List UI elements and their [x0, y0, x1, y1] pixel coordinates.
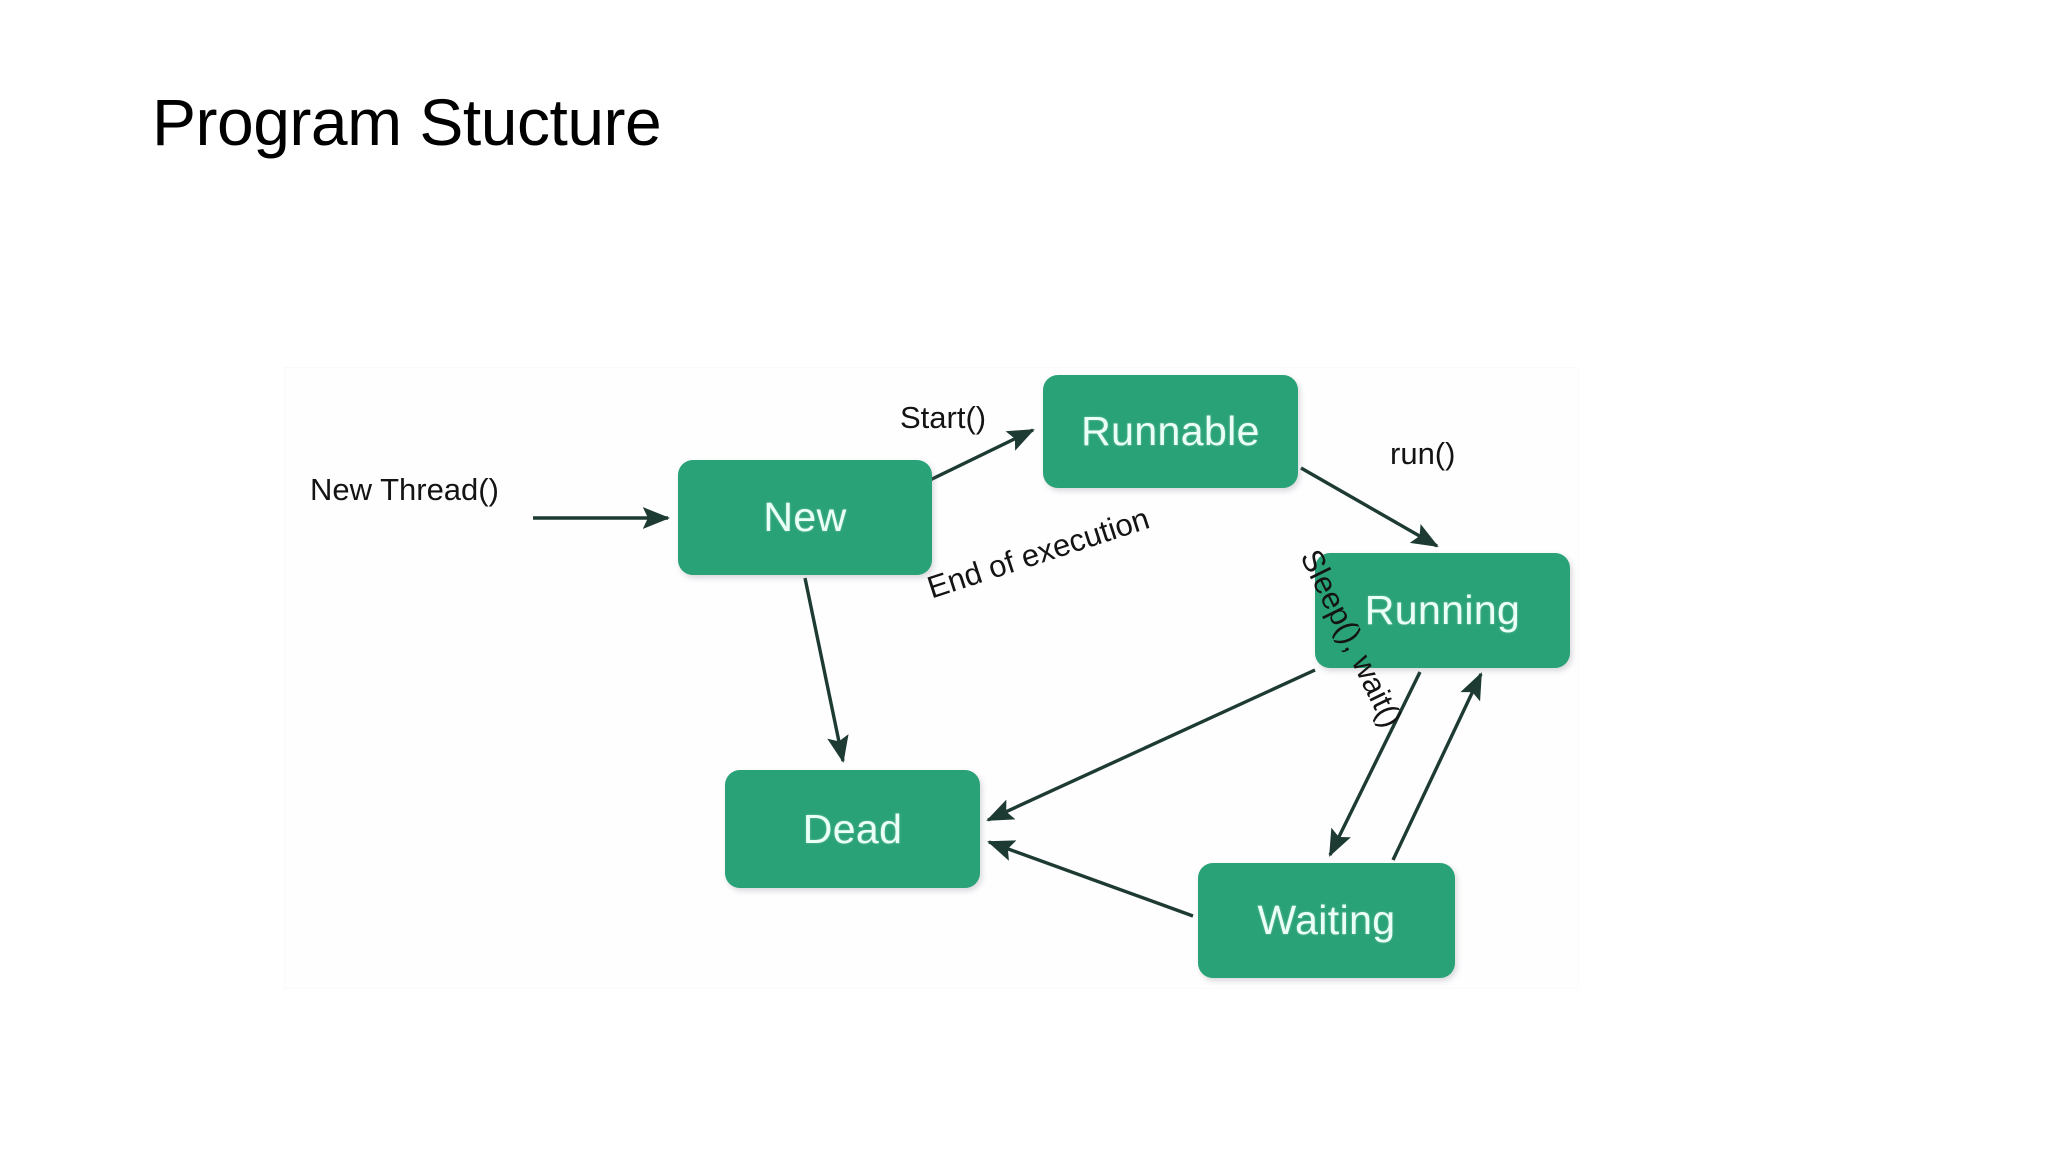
- edge-runnable-to-running: [1300, 466, 1439, 548]
- edge-new-to-runnable: [929, 428, 1035, 482]
- thread-lifecycle-diagram: New Runnable Running Dead Waiting New Th…: [285, 368, 1578, 988]
- edge-new-to-dead: [803, 577, 849, 763]
- state-node-label: Running: [1364, 587, 1521, 633]
- state-node-running[interactable]: Running: [1315, 553, 1570, 668]
- edge-waiting-to-dead: [987, 840, 1194, 918]
- edge-label-new-thread: New Thread(): [310, 472, 499, 507]
- state-node-runnable[interactable]: Runnable: [1043, 375, 1298, 488]
- edge-running-to-dead: [986, 668, 1316, 822]
- edge-label-run: run(): [1390, 436, 1456, 471]
- diagram-connectors: [533, 428, 1483, 918]
- state-node-waiting[interactable]: Waiting: [1198, 863, 1455, 978]
- page-title: Program Stucture: [152, 85, 662, 159]
- state-node-new[interactable]: New: [678, 460, 932, 575]
- edge-waiting-to-running: [1391, 672, 1483, 861]
- state-node-label: New: [763, 494, 847, 540]
- edge-running-to-waiting: [1328, 671, 1422, 857]
- edge-label-start: Start(): [900, 400, 987, 435]
- state-node-dead[interactable]: Dead: [725, 770, 980, 888]
- state-node-label: Waiting: [1257, 897, 1396, 943]
- state-node-label: Dead: [802, 805, 903, 852]
- state-node-label: Runnable: [1081, 408, 1260, 454]
